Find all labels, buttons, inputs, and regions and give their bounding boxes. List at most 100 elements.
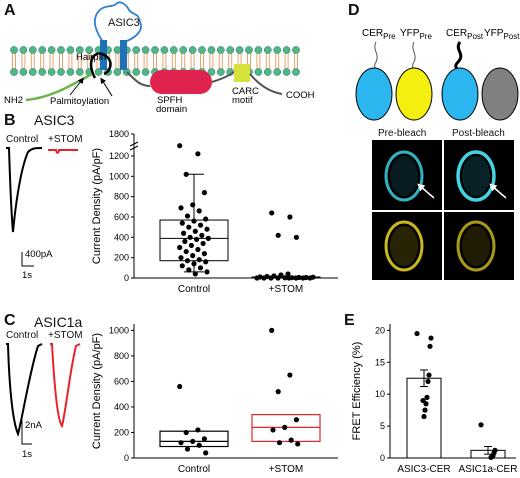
asic1a-title: ASIC1a [34, 314, 83, 330]
data-point [427, 343, 433, 349]
data-point [178, 255, 184, 261]
data-point [270, 427, 276, 433]
data-point [420, 397, 426, 404]
y-tick-label: 400 [114, 402, 129, 412]
data-point [300, 275, 306, 281]
data-point [183, 171, 189, 177]
y-tick-label: 600 [114, 376, 129, 386]
lipid-head [38, 68, 47, 76]
data-point [201, 436, 207, 442]
data-point [181, 230, 187, 236]
data-point [178, 205, 184, 211]
pre-bleach-label: Pre-bleach [378, 128, 427, 139]
stom-trace-b [48, 149, 78, 154]
data-point [488, 454, 494, 460]
y-tick-label: 0 [124, 273, 129, 283]
lipid-head [179, 46, 188, 54]
data-point [192, 228, 198, 234]
panel-letter-c: C [4, 312, 16, 329]
data-point [293, 417, 299, 423]
lipid-head [28, 46, 37, 54]
data-point [269, 327, 275, 333]
data-point [426, 372, 432, 378]
asic3-current-traces: 400pA 1s [6, 147, 78, 280]
palmitoylation-label: Palmitoylation [50, 96, 109, 107]
nh2-label: NH2 [4, 95, 23, 106]
y-tick-label: 0 [380, 453, 385, 463]
cer-post-label: CERPost [446, 28, 484, 41]
spfh-domain [150, 70, 212, 94]
data-point [196, 208, 202, 214]
asic3-title: ASIC3 [34, 112, 75, 128]
lipid-head [113, 46, 122, 54]
carc-label-1: CARC [232, 86, 259, 97]
data-point [268, 275, 274, 281]
lipid-head [66, 68, 75, 76]
extracellular-loop [93, 1, 142, 43]
control-trace-c [6, 343, 43, 437]
data-point [188, 242, 194, 249]
micrograph-cer-post [444, 140, 514, 210]
data-point [275, 275, 281, 281]
data-point [269, 210, 275, 216]
yfp-post-fluorophore [481, 67, 519, 121]
yfp-pre-fluorophore [395, 67, 433, 121]
lipid-bilayer [10, 46, 300, 76]
y-tick-label: 15 [375, 357, 385, 367]
lipid-head [292, 68, 300, 76]
panel-letter-b: B [4, 112, 16, 129]
data-point [190, 202, 196, 208]
y-tick-label: 200 [114, 253, 129, 263]
data-point [286, 275, 292, 281]
y-tick-label: 1200 [109, 151, 129, 161]
data-point [295, 441, 301, 447]
lipid-head [141, 68, 150, 76]
n-terminus [25, 72, 93, 102]
lipid-head [235, 46, 244, 54]
lipid-head [160, 46, 169, 54]
micrograph-cer-pre [372, 140, 442, 210]
y-tick-label: 0 [124, 453, 129, 463]
lipid-head [263, 46, 272, 54]
palmitoylation-arrow-2 [100, 77, 113, 97]
data-point [428, 335, 434, 341]
y-tick-label: 1000 [109, 171, 129, 181]
y-tick-label: 600 [114, 212, 129, 222]
data-point [293, 275, 299, 281]
data-point [287, 372, 293, 378]
lipid-head [113, 68, 122, 76]
spfh-label-2: domain [156, 104, 187, 112]
micrograph-yfp-pre [372, 212, 442, 280]
control-label-c: Control [6, 330, 39, 341]
lipid-head [94, 68, 103, 76]
data-point [182, 238, 188, 244]
hairpin-curve [89, 52, 112, 79]
carc-label-2: motif [232, 95, 253, 106]
data-point [275, 232, 281, 238]
y-tick-label: 1800 [109, 129, 129, 139]
cer-pre-fluorophore [355, 67, 393, 121]
lipid-head [28, 68, 37, 76]
data-point [203, 450, 209, 456]
lipid-head [57, 68, 65, 76]
lipid-head [57, 46, 65, 54]
data-point [204, 269, 210, 275]
asic1a-current-traces: 2nA 1s [6, 343, 81, 460]
scale-bar-c [21, 420, 32, 445]
y-tick-label: 800 [114, 351, 129, 361]
data-point [293, 234, 299, 240]
lipid-head [273, 68, 282, 76]
data-point [287, 214, 293, 220]
lipid-head [188, 46, 197, 54]
scale-y-b: 400pA [25, 249, 53, 260]
carc-motif [234, 64, 250, 82]
spfh-label-1: SPFH [157, 95, 182, 106]
y-axis-title: Current Density (pA/pF) [91, 333, 103, 449]
data-point [186, 267, 192, 273]
lipid-head [254, 46, 263, 54]
data-point [179, 263, 185, 269]
y-tick-label: 400 [114, 232, 129, 242]
panel-letter-a: A [4, 2, 16, 19]
data-point [201, 251, 207, 257]
